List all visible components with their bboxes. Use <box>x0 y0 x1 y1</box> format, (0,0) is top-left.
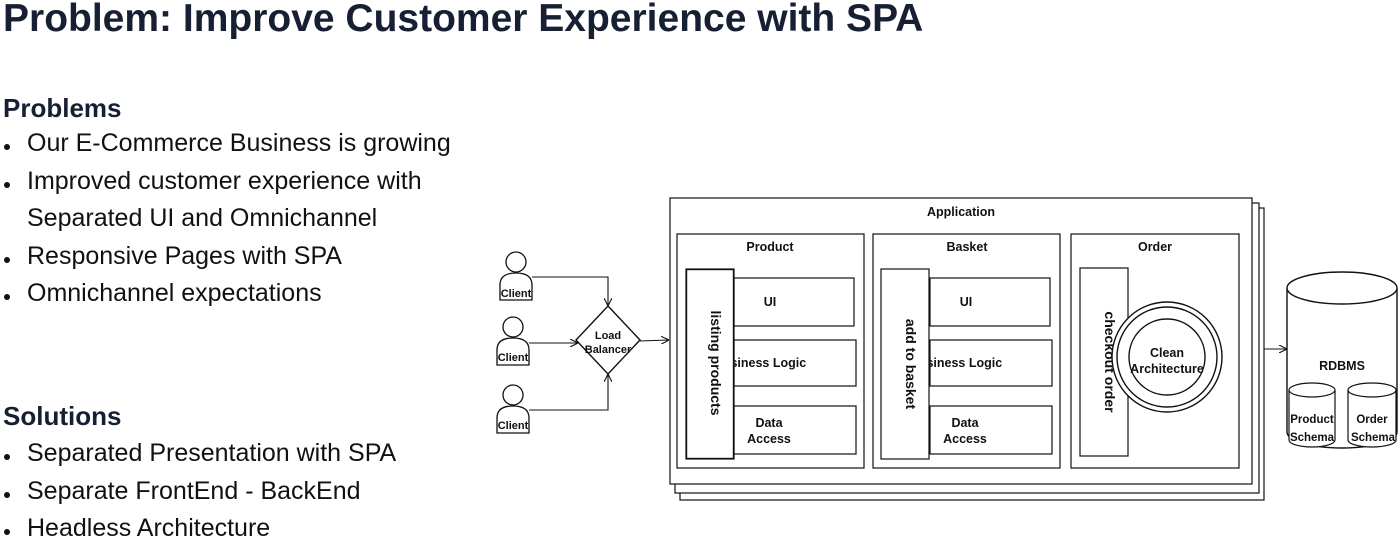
product-schema-cylinder <box>1288 382 1336 448</box>
rdbms-label: RDBMS <box>1319 359 1365 373</box>
problem-item: Omnichannel expectations <box>2 275 451 313</box>
order-schema-label-line1: Order <box>1356 414 1388 426</box>
basket-title: Basket <box>947 240 989 254</box>
load-balancer-label-line1: Load <box>595 330 621 342</box>
person-icon <box>499 251 533 301</box>
clean-architecture-label-line2: Architecture <box>1130 362 1204 376</box>
basket-data-label-line1: Data <box>951 416 979 430</box>
order-title: Order <box>1138 240 1172 254</box>
product-ui-label: UI <box>764 295 777 309</box>
solutions-heading: Solutions <box>3 401 122 431</box>
client-label: Client <box>498 420 529 432</box>
client-3: Client <box>496 384 530 434</box>
load-balancer: Load Balancer <box>575 304 641 376</box>
solutions-list: Separated Presentation with SPA Separate… <box>2 435 396 548</box>
product-schema-label-line1: Product <box>1290 414 1334 426</box>
application-title: Application <box>927 205 995 219</box>
problem-item: Our E-Commerce Business is growing <box>2 125 451 163</box>
person-icon <box>496 384 530 434</box>
client-label: Client <box>501 288 532 300</box>
product-data-label-line1: Data <box>755 416 783 430</box>
order-schema-label-line2: Schema <box>1351 432 1396 444</box>
product-title: Product <box>746 240 794 254</box>
order-schema-cylinder <box>1347 382 1397 448</box>
clean-architecture-label-line1: Clean <box>1150 346 1184 360</box>
product-schema-label-line2: Schema <box>1290 432 1335 444</box>
person-icon <box>496 316 530 366</box>
client-label: Client <box>498 352 529 364</box>
order-vertical-label: checkout order <box>1102 311 1118 413</box>
page-title: Problem: Improve Customer Experience wit… <box>3 0 924 40</box>
basket-vertical-label: add to basket <box>903 319 919 410</box>
clean-architecture-circle <box>1111 301 1223 413</box>
problems-heading: Problems <box>3 93 122 123</box>
product-vertical-label: listing products <box>708 311 724 416</box>
basket-ui-label: UI <box>960 295 973 309</box>
client-1: Client <box>499 251 533 301</box>
product-logic-label: Business Logic <box>714 356 806 370</box>
basket-data-label-line2: Access <box>943 432 987 446</box>
solution-item: Headless Architecture <box>2 510 396 548</box>
basket-logic-label: Business Logic <box>910 356 1002 370</box>
solution-item: Separated Presentation with SPA <box>2 435 396 473</box>
problem-item: Responsive Pages with SPA <box>2 238 451 276</box>
problems-list: Our E-Commerce Business is growing Impro… <box>2 125 451 313</box>
client-2: Client <box>496 316 530 366</box>
product-data-label-line2: Access <box>747 432 791 446</box>
solution-item: Separate FrontEnd - BackEnd <box>2 473 396 511</box>
load-balancer-label-line2: Balancer <box>585 344 632 356</box>
